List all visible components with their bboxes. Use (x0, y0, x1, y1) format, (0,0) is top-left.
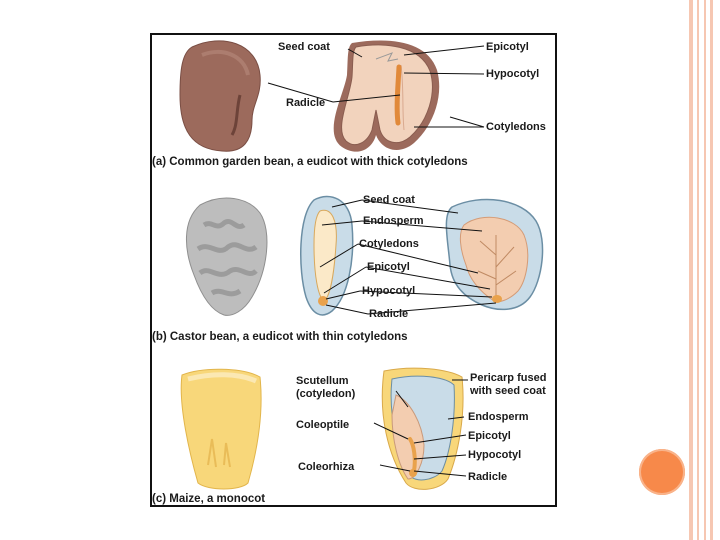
label-b-endosperm: Endosperm (363, 215, 424, 227)
seed-diagram-frame: Seed coat Radicle Epicotyl Hypocotyl Cot… (150, 33, 557, 507)
panel-b-leaders (319, 199, 497, 315)
deco-stripe-4 (710, 0, 713, 540)
deco-stripe-2 (697, 0, 699, 540)
label-c-pericarp: Pericarp fused (470, 372, 547, 384)
orange-bullet-decoration (639, 449, 685, 495)
label-b-hypocotyl: Hypocotyl (362, 285, 416, 297)
label-a-seed-coat: Seed coat (278, 41, 330, 53)
label-c-scutellum-sub: (cotyledon) (296, 388, 356, 400)
panel-c-leaders (373, 379, 468, 477)
label-c-coleorhiza: Coleorhiza (298, 461, 355, 473)
label-a-cotyledons: Cotyledons (486, 121, 546, 133)
label-a-epicotyl: Epicotyl (486, 41, 529, 53)
label-b-epicotyl: Epicotyl (367, 261, 410, 273)
label-c-endosperm: Endosperm (468, 411, 529, 423)
maize-section (381, 367, 464, 490)
castor-section-side (300, 195, 354, 316)
label-b-seed-coat: Seed coat (363, 194, 415, 206)
caption-c: (c) Maize, a monocot (152, 493, 266, 505)
label-a-hypocotyl: Hypocotyl (486, 68, 540, 80)
label-b-radicle: Radicle (369, 308, 409, 320)
label-c-coleoptile: Coleoptile (296, 419, 350, 431)
label-c-epicotyl: Epicotyl (468, 430, 511, 442)
label-c-pericarp-sub: with seed coat (470, 385, 546, 397)
seed-diagram-svg (179, 40, 544, 490)
label-a-radicle: Radicle (286, 97, 326, 109)
deco-stripe-1 (689, 0, 693, 540)
label-c-radicle: Radicle (468, 471, 508, 483)
castor-exterior (185, 197, 268, 316)
panel-a-leaders (267, 45, 485, 128)
deco-stripe-3 (704, 0, 706, 540)
label-b-cotyledons: Cotyledons (359, 238, 419, 250)
maize-exterior (180, 368, 262, 490)
caption-b: (b) Castor bean, a eudicot with thin cot… (152, 331, 408, 343)
caption-a: (a) Common garden bean, a eudicot with t… (152, 156, 468, 168)
castor-section-face (445, 198, 544, 311)
label-c-hypocotyl: Hypocotyl (468, 449, 522, 461)
label-c-scutellum: Scutellum (296, 375, 349, 387)
bean-exterior (179, 40, 261, 152)
